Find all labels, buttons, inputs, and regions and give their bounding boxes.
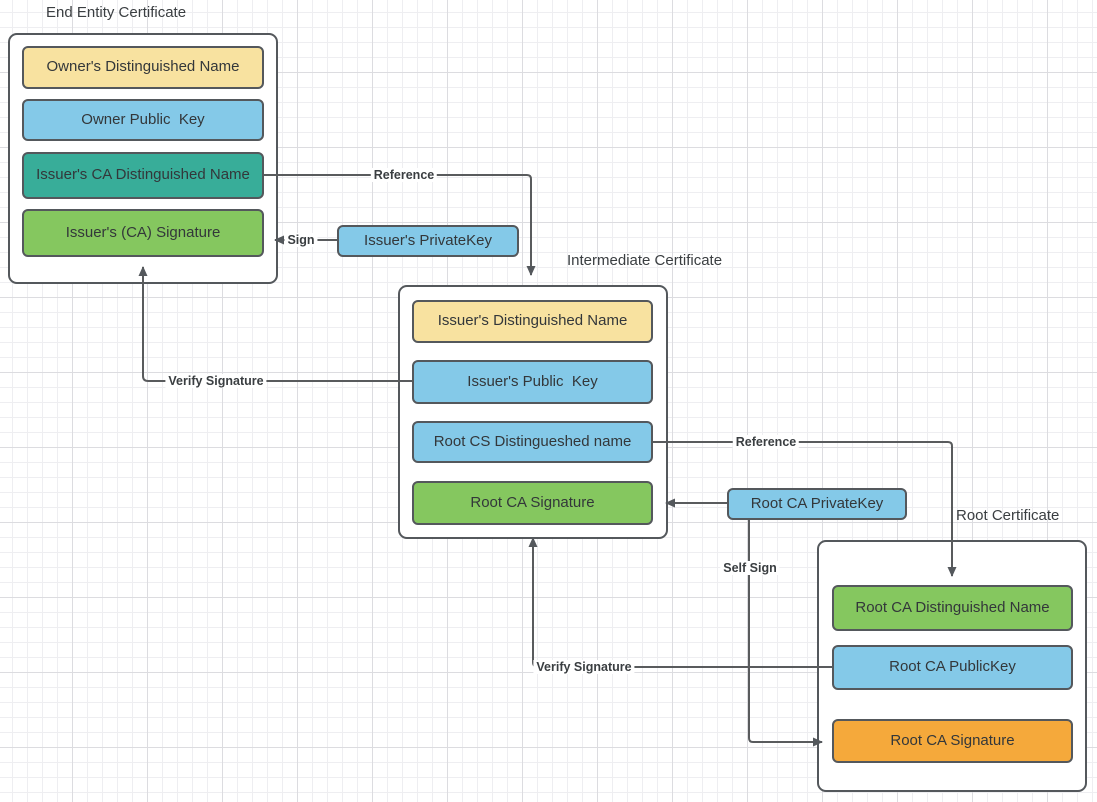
issuers-private-key-box: Issuer's PrivateKey xyxy=(337,225,519,257)
reference-bottom-label: Reference xyxy=(732,435,800,449)
verify-signature-bottom-label: Verify Signature xyxy=(533,660,635,674)
self-sign-arrow xyxy=(748,520,823,747)
end-entity-certificate-title: End Entity Certificate xyxy=(46,4,187,21)
root-ca-private-key-box: Root CA PrivateKey xyxy=(727,488,907,520)
root-ca-signature-root-box: Root CA Signature xyxy=(832,719,1073,763)
owner-public-key-box: Owner Public Key xyxy=(22,99,264,141)
reference-top-label: Reference xyxy=(370,168,438,182)
verify-signature-bottom-arrow xyxy=(528,537,832,668)
self-sign-label: Self Sign xyxy=(720,561,780,575)
root-ca-distinguished-name-box: Root CA Distinguished Name xyxy=(832,585,1073,631)
root-cs-distingueshed-name-box: Root CS Distingueshed name xyxy=(412,421,653,463)
owners-distinguished-name-box: Owner's Distinguished Name xyxy=(22,46,264,89)
issuers-public-key-box: Issuer's Public Key xyxy=(412,360,653,404)
verify-signature-left-label: Verify Signature xyxy=(165,374,267,388)
issuers-ca-signature-box: Issuer's (CA) Signature xyxy=(22,209,264,257)
intermediate-certificate-title: Intermediate Certificate xyxy=(567,252,723,269)
root-certificate-title: Root Certificate xyxy=(956,507,1060,524)
sign-label: Sign xyxy=(284,233,318,247)
verify-signature-left-arrow xyxy=(138,266,412,382)
root-ca-public-key-box: Root CA PublicKey xyxy=(832,645,1073,690)
root-ca-signature-intermediate-box: Root CA Signature xyxy=(412,481,653,525)
issuers-ca-distinguished-name-box: Issuer's CA Distinguished Name xyxy=(22,152,264,199)
issuers-distinguished-name-box: Issuer's Distinguished Name xyxy=(412,300,653,343)
